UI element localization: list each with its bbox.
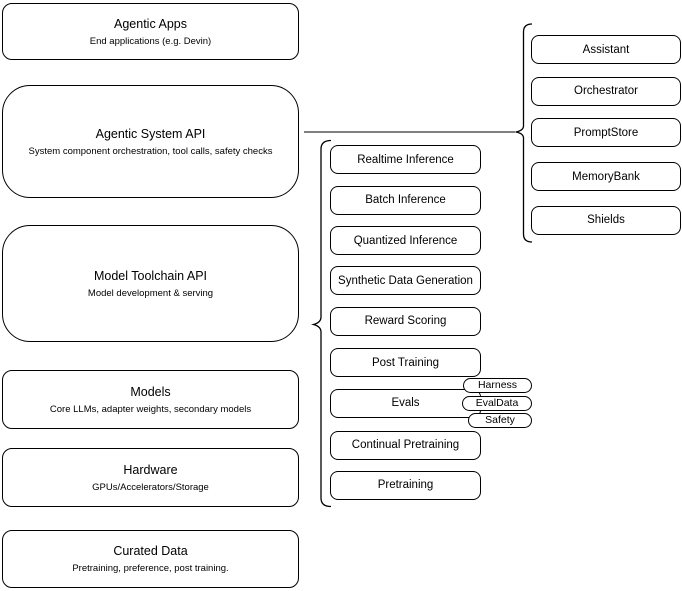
node-label: Orchestrator [574,85,638,97]
node-label: Pretraining [377,479,434,491]
node-title: Agentic Apps [114,16,187,31]
node-reward-scoring: Reward Scoring [330,306,481,336]
node-shields: Shields [531,205,681,235]
node-subtitle: Model development & serving [87,287,214,299]
node-model-toolchain-api: Model Toolchain API Model development & … [2,225,299,342]
node-orchestrator: Orchestrator [531,76,681,106]
node-subtitle: GPUs/Accelerators/Storage [92,481,209,493]
system-components-brace [515,23,533,243]
tag-label: Safety [485,414,515,426]
node-continual-pretraining: Continual Pretraining [330,430,481,460]
node-models: Models Core LLMs, adapter weights, secon… [2,370,299,429]
node-label: Shields [587,214,625,226]
node-assistant: Assistant [531,35,681,64]
node-label: Continual Pretraining [351,439,460,451]
node-title: Hardware [123,462,178,477]
node-subtitle: Pretraining, preference, post training. [72,563,229,574]
node-label: Batch Inference [365,194,446,206]
tag-evaldata: EvalData [462,395,532,411]
tag-safety: Safety [468,413,532,428]
node-subtitle: Core LLMs, adapter weights, secondary mo… [49,403,252,415]
node-subtitle: System component orchestration, tool cal… [28,145,273,157]
node-memorybank: MemoryBank [531,162,681,191]
node-title: Models [130,384,171,399]
node-quantized-inference: Quantized Inference [330,226,481,255]
node-label: Reward Scoring [364,315,447,327]
node-curated-data: Curated Data Pretraining, preference, po… [2,530,299,588]
node-realtime-inference: Realtime Inference [330,145,481,174]
node-title: Agentic System API [95,126,206,141]
tag-label: EvalData [475,396,519,409]
node-evals: Evals [330,388,481,418]
node-label: Quantized Inference [353,234,458,247]
node-post-training: Post Training [330,348,481,377]
tag-harness: Harness [463,378,532,393]
node-title: Model Toolchain API [93,268,208,283]
toolchain-brace [310,139,332,508]
node-label: Synthetic Data Generation [338,274,473,287]
node-subtitle: End applications (e.g. Devin) [89,35,212,47]
node-agentic-system-api: Agentic System API System component orch… [2,85,299,198]
node-hardware: Hardware GPUs/Accelerators/Storage [2,448,299,507]
node-title: Curated Data [113,544,188,558]
node-label: MemoryBank [572,170,640,183]
node-agentic-apps: Agentic Apps End applications (e.g. Devi… [2,3,299,60]
node-label: Realtime Inference [357,153,454,166]
tag-label: Harness [477,379,518,391]
node-pretraining: Pretraining [330,470,481,500]
node-label: Assistant [582,43,630,56]
node-promptstore: PromptStore [531,118,681,147]
node-label: Post Training [371,356,440,369]
node-synthetic-data-generation: Synthetic Data Generation [330,266,481,295]
node-label: PromptStore [573,126,639,139]
node-batch-inference: Batch Inference [330,185,481,215]
node-label: Evals [391,397,420,409]
